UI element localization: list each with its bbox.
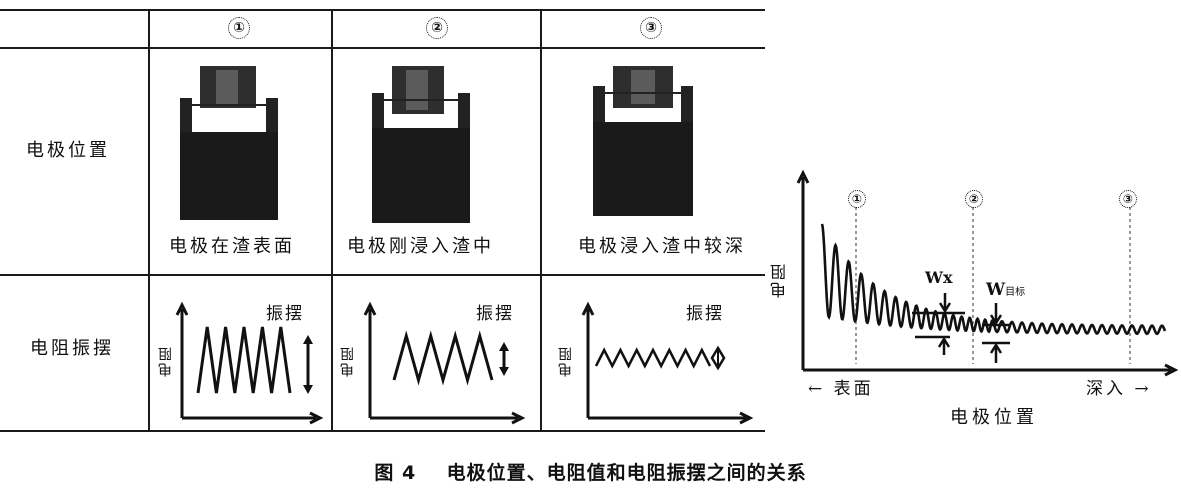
table-col-divider-3 xyxy=(540,9,542,432)
slag-body xyxy=(372,128,470,223)
row-label-electrode-position: 电极位置 xyxy=(26,140,110,161)
x-right-label: 深入 → xyxy=(1086,374,1152,399)
x-axis-arrowhead xyxy=(1164,363,1179,377)
arrow-right-icon: → xyxy=(1134,379,1152,399)
x-axis-arrowhead xyxy=(309,411,324,425)
y-axis-arrowhead xyxy=(581,301,595,316)
cell-caption-2: 电极刚浸入渣中 xyxy=(347,236,494,257)
resistance-wave xyxy=(594,347,712,369)
swing-arrow-up xyxy=(303,335,313,344)
swing-arrow-down xyxy=(499,367,509,376)
swing-arrow-up xyxy=(499,342,509,351)
mini-chart-3 xyxy=(581,301,754,425)
slag-body xyxy=(593,122,693,216)
electrode-diagram-1 xyxy=(180,66,278,220)
cell-caption-3: 电极浸入渣中较深 xyxy=(578,236,746,257)
cell-caption-1: 电极在渣表面 xyxy=(169,236,295,257)
wtarget-down-arrow xyxy=(989,303,1003,326)
resistance-curve xyxy=(820,223,1167,336)
chart-marker-3: ③ xyxy=(1119,190,1137,208)
column-header-1: ① xyxy=(228,17,250,39)
table-top-border xyxy=(0,9,765,11)
y-axis-arrowhead xyxy=(363,301,377,316)
x-axis-arrowhead xyxy=(511,411,526,425)
annotation-wtarget-sub: 目标 xyxy=(1005,287,1026,298)
table-header-border xyxy=(0,47,765,49)
mini-chart-1 xyxy=(175,301,324,425)
x-axis-arrowhead xyxy=(739,411,754,425)
slag-body xyxy=(180,132,278,220)
electrode-diagram-3 xyxy=(593,66,693,216)
figure-number: 图 4 xyxy=(374,462,417,484)
y-axis-arrowhead xyxy=(175,301,189,316)
annotation-wtarget: W目标 xyxy=(986,280,1025,300)
wx-down-arrow xyxy=(938,293,952,314)
table-bottom-border xyxy=(0,430,765,432)
electrode-rod-highlight xyxy=(406,70,428,110)
chart-xlabel: 电极位置 xyxy=(950,407,1038,428)
electrode-rod-highlight xyxy=(631,70,655,104)
table-col-divider-1 xyxy=(148,9,150,432)
swing-label-1: 振摆 xyxy=(266,304,304,324)
electrode-diagram-2 xyxy=(372,66,470,223)
electrode-rod-highlight xyxy=(216,70,238,104)
wx-up-arrow xyxy=(937,336,951,355)
swing-label-3: 振摆 xyxy=(686,304,724,324)
swing-label-2: 振摆 xyxy=(476,304,514,324)
annotation-wx: Wx xyxy=(925,268,953,287)
arrow-left-icon: ← xyxy=(808,379,826,399)
swing-arrow-down xyxy=(303,385,313,394)
resistance-wave xyxy=(392,330,494,386)
column-header-3: ③ xyxy=(640,17,662,39)
x-left-label: ← 表面 xyxy=(808,374,874,399)
chart-marker-1: ① xyxy=(848,190,866,208)
row-label-resistance-swing: 电阻振摆 xyxy=(30,338,114,359)
y-axis-arrowhead xyxy=(796,169,810,184)
x-right-text: 深入 xyxy=(1086,379,1126,399)
wtarget-up-arrow xyxy=(989,342,1003,363)
annotation-wtarget-main: W xyxy=(986,280,1006,300)
swing-marker-small xyxy=(710,345,726,371)
column-header-2: ② xyxy=(426,17,448,39)
figure-title: 电极位置、电阻值和电阻振摆之间的关系 xyxy=(446,462,807,484)
x-left-text: 表面 xyxy=(833,379,874,399)
chart-marker-2: ② xyxy=(965,190,983,208)
chart-ylabel: 电阻 xyxy=(770,262,789,298)
resistance-chart-plot xyxy=(796,169,1179,377)
table-col-divider-2 xyxy=(331,9,333,432)
figure-caption: 图 4 电极位置、电阻值和电阻振摆之间的关系 xyxy=(0,458,1181,485)
mini-chart-2 xyxy=(363,301,526,425)
resistance-wave xyxy=(196,326,292,394)
table-row-divider xyxy=(0,274,765,276)
